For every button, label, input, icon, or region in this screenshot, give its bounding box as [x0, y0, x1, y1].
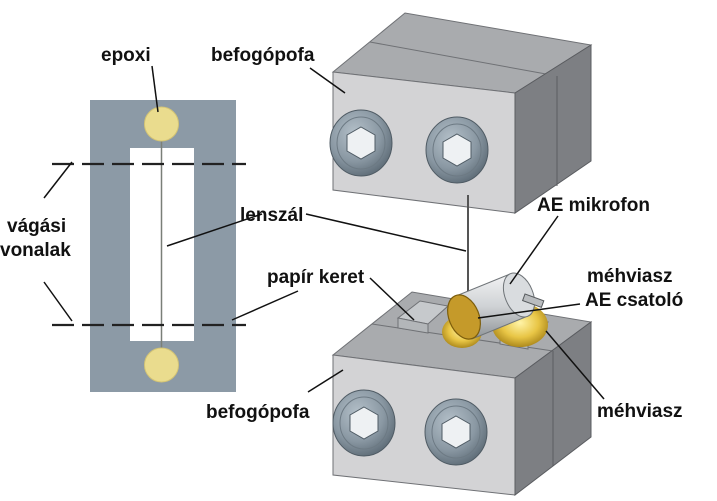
- mic-connector: [521, 293, 545, 309]
- paper-frame-specimen: [52, 100, 246, 392]
- label-befogopofa-bottom: befogópofa: [206, 402, 310, 423]
- upper-grip: [329, 12, 593, 214]
- label-papir-keret: papír keret: [267, 267, 365, 288]
- upper-bolt-right: [425, 116, 489, 184]
- ae-microphone: [447, 272, 545, 340]
- epoxy-drop-bottom: [144, 347, 179, 383]
- leader-lines: [43, 65, 605, 400]
- lower-bolt-left: [332, 389, 396, 457]
- mic-sensing-face: [447, 294, 481, 340]
- epoxy-drop-top: [144, 106, 179, 142]
- lower-bolt-right: [424, 398, 488, 466]
- upper-grip-right-face: [514, 44, 592, 214]
- label-vonalak: vonalak: [0, 240, 71, 261]
- label-mehviasz-coupling-2: AE csatoló: [585, 290, 683, 311]
- label-ae-mikrofon: AE mikrofon: [537, 195, 650, 216]
- paper-tab-left-front: [397, 317, 429, 334]
- mic-back-face: [502, 272, 536, 318]
- label-mehviasz: méhviasz: [597, 401, 683, 422]
- label-befogopofa-top: befogópofa: [211, 45, 315, 66]
- upper-grip-top-seam: [369, 41, 558, 77]
- label-mehviasz-coupling-1: méhviasz: [587, 266, 673, 287]
- upper-bolt-left: [329, 109, 393, 177]
- label-vagasi: vágási: [7, 216, 66, 237]
- label-epoxi: epoxi: [101, 45, 151, 66]
- label-lenszal: lenszál: [240, 205, 303, 226]
